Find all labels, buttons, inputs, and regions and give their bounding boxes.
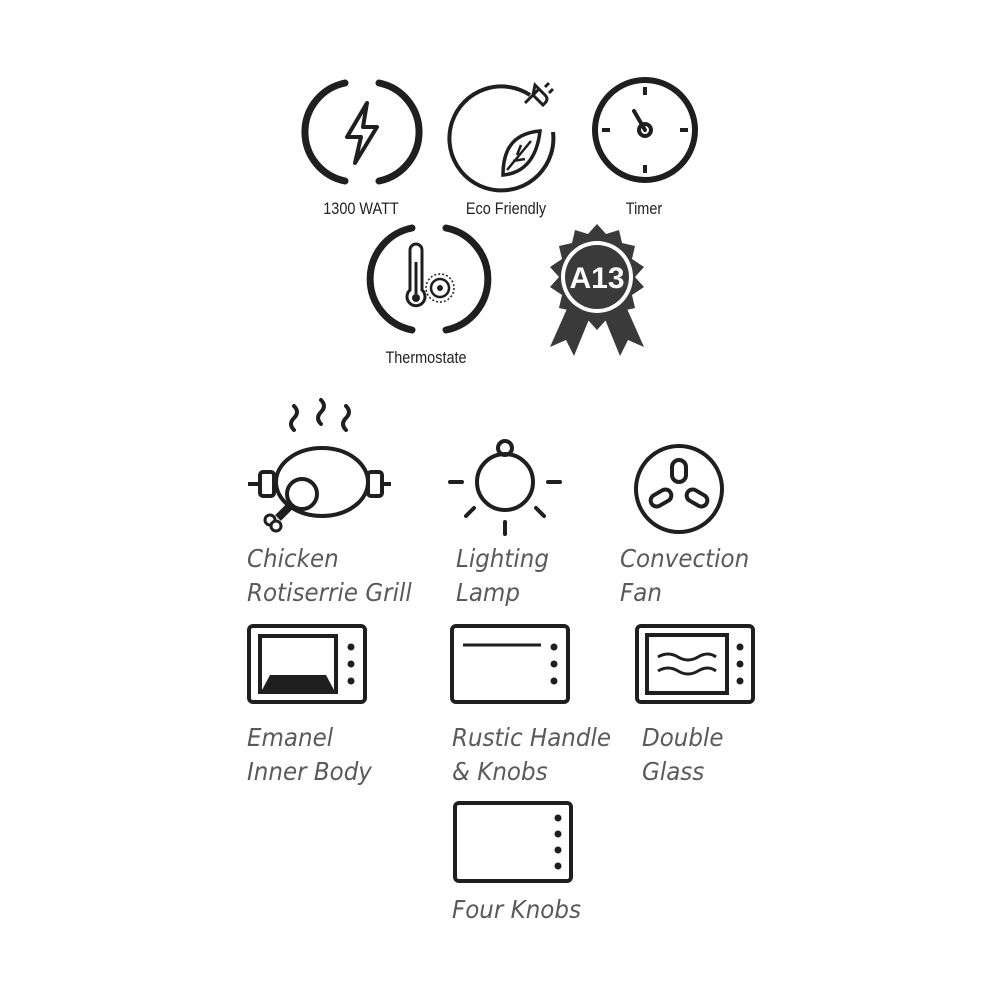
feature-label-lighting-lamp: Lighting Lamp: [456, 544, 549, 607]
timer-icon: [592, 77, 698, 183]
feature-label-convection-fan: Convection Fan: [620, 544, 750, 607]
badge-text: A13: [569, 262, 624, 295]
rotisserie-chicken-icon: [248, 398, 391, 533]
eco-leaf-plug-icon: [447, 81, 556, 193]
oven-double-glass-icon: [635, 624, 755, 704]
award-badge-icon: A13: [550, 224, 644, 356]
feature-label-1300-watt: 1300 WATT: [323, 199, 399, 218]
feature-label-chicken-rotisserie: Chicken Rotiserrie Grill: [247, 544, 412, 607]
lightning-icon: [301, 79, 423, 185]
feature-label-rustic-handle-knobs: Rustic Handle & Knobs: [452, 723, 612, 786]
feature-label-enamel-inner-body: Emanel Inner Body: [247, 723, 372, 786]
oven-four-knobs-icon: [453, 801, 573, 883]
lamp-icon: [448, 439, 562, 536]
feature-label-double-glass: Double Glass: [642, 723, 724, 786]
feature-label-timer: Timer: [625, 199, 663, 218]
feature-label-thermostate: Thermostate: [385, 348, 467, 367]
oven-handle-icon: [450, 624, 570, 704]
feature-label-eco-friendly: Eco Friendly: [465, 199, 547, 218]
feature-label-four-knobs: Four Knobs: [452, 895, 581, 924]
thermometer-icon: [366, 224, 492, 334]
fan-icon: [634, 444, 724, 534]
oven-enamel-icon: [247, 624, 367, 704]
